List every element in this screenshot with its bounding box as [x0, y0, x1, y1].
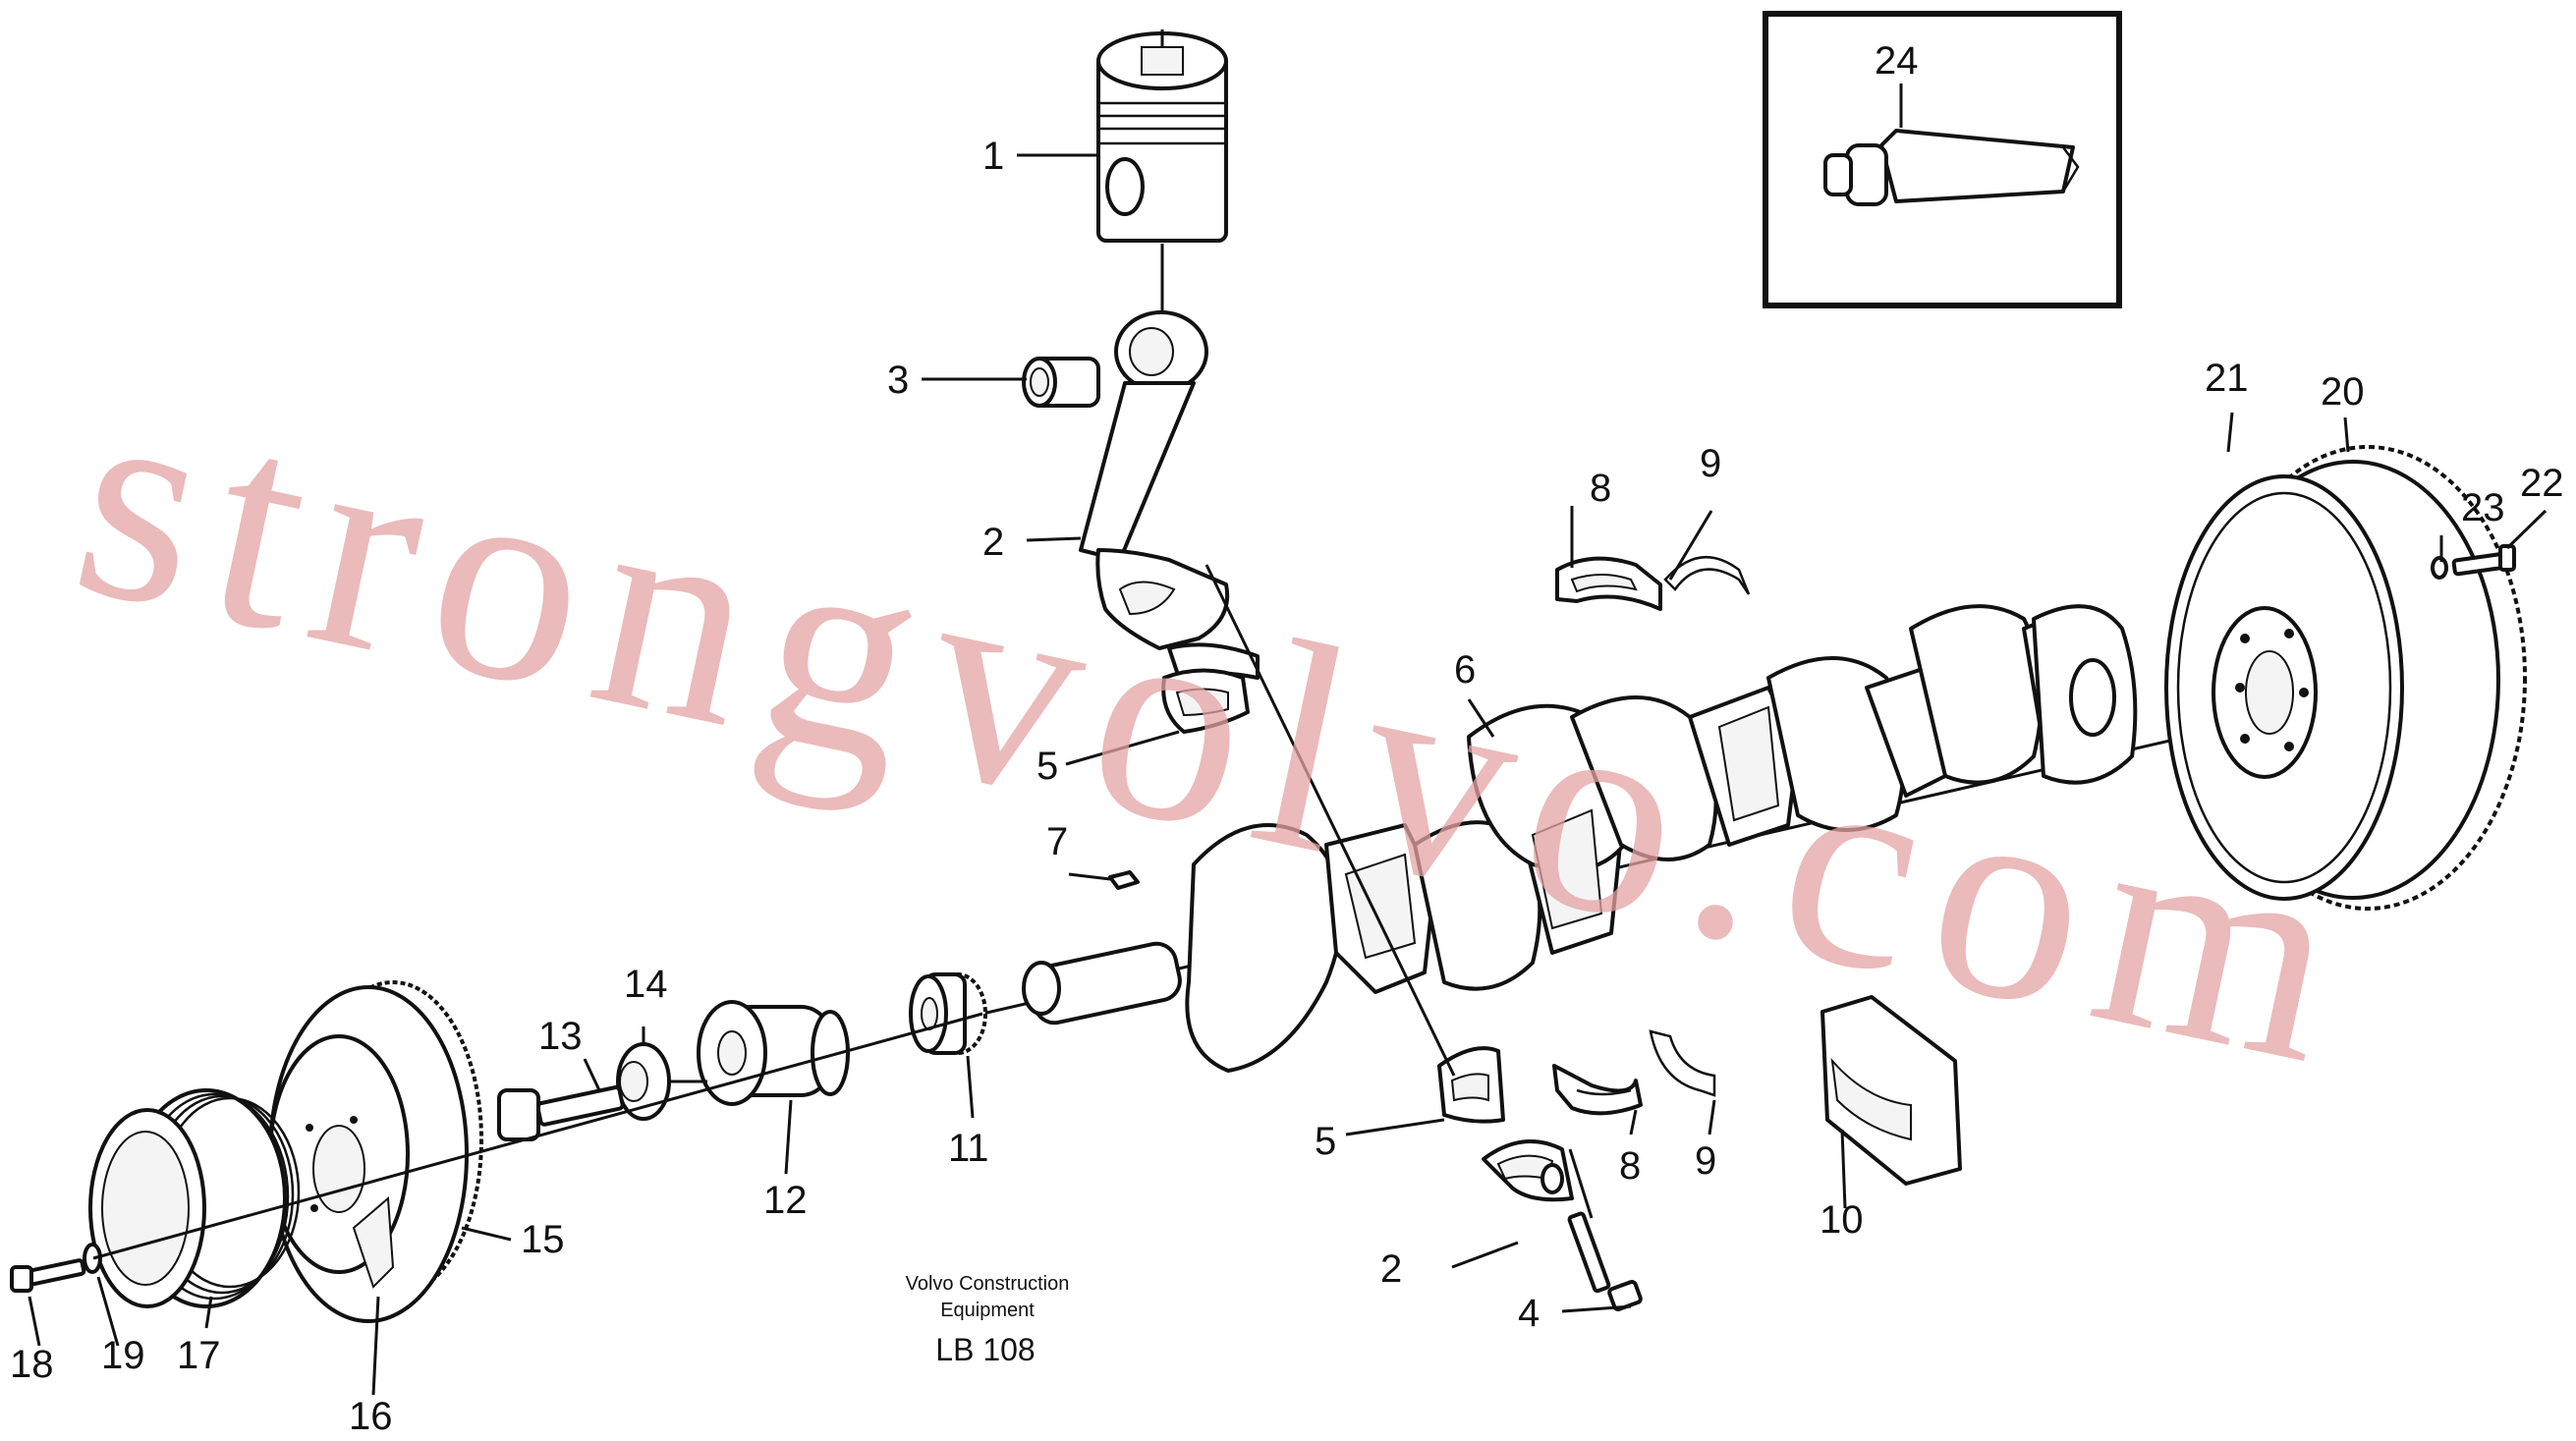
caption: Volvo Construction Equipment LB 108: [906, 1273, 1070, 1367]
callout-labels: 1 3 2 5 7 8 9 6 24 21 20 23 22 14 13 11 …: [10, 39, 2564, 1438]
pulley-small-bolt: [10, 1258, 86, 1293]
callout-8-lower: 8: [1619, 1144, 1641, 1188]
con-rod-bearing-lower: [1437, 1046, 1505, 1124]
callout-24: 24: [1875, 39, 1919, 83]
leader-lines: [28, 153, 2548, 1396]
key: [1108, 870, 1140, 890]
callout-3: 3: [887, 359, 909, 402]
con-rod-bearing-upper: [1161, 668, 1250, 734]
callout-22: 22: [2520, 462, 2564, 505]
main-bearing-cap: [1820, 995, 1962, 1186]
callout-13: 13: [538, 1015, 583, 1058]
callout-4: 4: [1518, 1292, 1540, 1335]
thrust-washer-upper: [1663, 555, 1751, 595]
caption-company-line2: Equipment: [940, 1300, 1035, 1321]
main-bearing-lower: [1552, 1064, 1643, 1116]
callout-19: 19: [101, 1334, 145, 1377]
callout-9-lower: 9: [1695, 1139, 1716, 1183]
callout-14: 14: [624, 963, 668, 1006]
callout-15: 15: [521, 1218, 565, 1261]
crankshaft-gear: [909, 972, 987, 1055]
callout-16: 16: [349, 1395, 393, 1438]
washer: [616, 1042, 707, 1121]
callout-20: 20: [2321, 370, 2365, 414]
callout-21: 21: [2205, 357, 2249, 400]
caption-company: Volvo Construction: [906, 1273, 1070, 1295]
callout-2-rod: 2: [982, 521, 1004, 564]
callout-5-lower: 5: [1315, 1120, 1336, 1163]
callout-18: 18: [10, 1343, 54, 1386]
hub: [697, 1000, 850, 1106]
callout-8-upper: 8: [1590, 467, 1611, 510]
callout-17: 17: [177, 1334, 221, 1377]
callout-11: 11: [948, 1127, 989, 1170]
thrust-washer-lower: [1649, 1029, 1716, 1097]
con-rod-cap: [1482, 1139, 1574, 1202]
vibration-damper: [268, 980, 483, 1323]
callout-9-upper: 9: [1700, 442, 1721, 485]
callout-12: 12: [763, 1179, 808, 1222]
inset-box: [1763, 11, 2122, 308]
callout-2-cap: 2: [1380, 1247, 1402, 1291]
pulley: [88, 1088, 301, 1308]
flywheel: [2164, 445, 2527, 911]
callout-1: 1: [982, 135, 1004, 178]
callout-5-upper: 5: [1036, 745, 1058, 788]
flywheel-washer: [2431, 556, 2448, 580]
pulley-bolt: [497, 1085, 625, 1141]
pulley-washer: [83, 1243, 102, 1274]
caption-code: LB 108: [935, 1332, 1035, 1367]
piston: [1096, 29, 1228, 312]
callout-23: 23: [2461, 486, 2505, 529]
main-bearing-upper: [1555, 556, 1662, 611]
callout-7: 7: [1046, 820, 1068, 863]
callout-10: 10: [1820, 1198, 1864, 1242]
piston-pin-bushing: [1022, 357, 1100, 408]
crankshaft: [981, 604, 2359, 1073]
callout-6: 6: [1454, 648, 1476, 692]
